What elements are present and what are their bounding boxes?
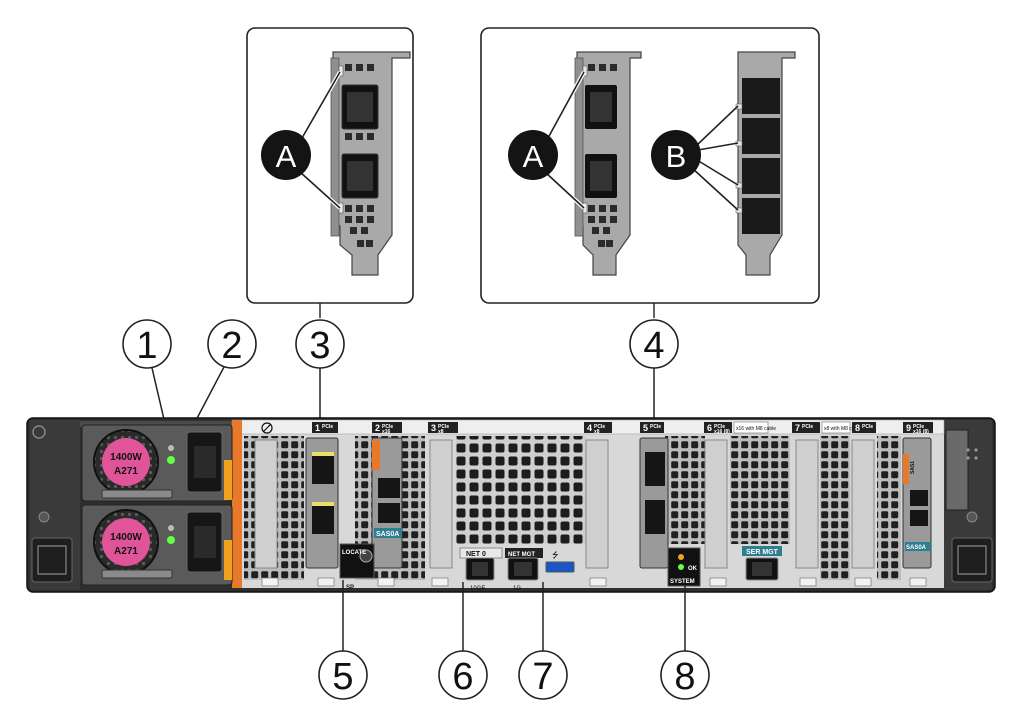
onboard-io: LOCATE SP NET 0 10GE NET MGT 1G ⭍ OK SYS…: [339, 543, 782, 592]
svg-text:PCIe: PCIe: [862, 424, 873, 430]
power-supply-1[interactable]: 1400W A271: [81, 424, 233, 502]
slot-7-label: 7: [795, 423, 800, 433]
svg-text:PCIe: PCIe: [913, 424, 924, 430]
callout-8: 8: [660, 586, 710, 700]
svg-text:PCIe: PCIe: [382, 424, 393, 430]
svg-text:10GE: 10GE: [470, 586, 485, 592]
svg-text:6: 6: [452, 656, 473, 698]
psu-fan-label: [102, 518, 150, 566]
screw-icon: [966, 511, 978, 523]
slot-6-label: 6: [707, 423, 712, 433]
system-label: SYSTEM: [670, 579, 695, 585]
svg-text:4: 4: [643, 325, 664, 367]
callout-4: 4: [629, 319, 679, 425]
slot-1-label: 1: [315, 423, 320, 433]
service-led: [678, 554, 684, 560]
callout-6: 6: [438, 582, 488, 700]
badge-b: [651, 130, 701, 180]
svg-text:LOCATE: LOCATE: [342, 550, 366, 556]
svg-text:x16 (8): x16 (8): [714, 429, 730, 435]
svg-text:PCIe: PCIe: [594, 424, 605, 430]
sermgt-label: SER MGT: [746, 549, 779, 556]
callout-1: 1: [122, 319, 172, 446]
svg-text:SAS0A: SAS0A: [906, 545, 927, 551]
svg-text:A271: A271: [114, 466, 138, 477]
svg-text:1400W: 1400W: [110, 532, 142, 543]
psu-ok-led: [167, 536, 175, 544]
sas0a-label: SAS0A: [376, 531, 399, 538]
usb-port[interactable]: [545, 561, 575, 573]
callout-5: 5: [318, 580, 368, 700]
slot-2-label: 2: [375, 423, 380, 433]
svg-text:8: 8: [674, 656, 695, 698]
svg-text:7: 7: [532, 656, 553, 698]
psu-latch[interactable]: [224, 540, 232, 580]
svg-text:x16 (8): x16 (8): [913, 429, 929, 435]
callout-3: 3: [295, 319, 345, 425]
badge-a-label: A: [276, 139, 297, 174]
svg-text:OK: OK: [688, 566, 698, 572]
svg-text:1G: 1G: [513, 586, 521, 592]
badge-a-right: [508, 130, 558, 180]
slot-5-label: 5: [643, 423, 648, 433]
svg-text:PCIe: PCIe: [650, 424, 661, 430]
svg-text:PCIe: PCIe: [802, 424, 813, 430]
screw-icon: [38, 511, 50, 523]
usb-icon: ⭍: [552, 551, 559, 560]
power-supply-2[interactable]: 1400W A271: [81, 504, 233, 586]
svg-text:3: 3: [309, 325, 330, 367]
svg-text:SAS1: SAS1: [910, 461, 916, 474]
badge-b-label: B: [666, 139, 687, 174]
inset-card-dual: A B: [480, 27, 820, 304]
svg-text:A271: A271: [114, 546, 138, 557]
callout-7: 7: [518, 582, 568, 700]
svg-text:1: 1: [136, 325, 157, 367]
net0-label: NET 0: [466, 551, 486, 558]
svg-text:PCIe: PCIe: [714, 424, 725, 430]
no-entry-icon: [261, 422, 273, 434]
sp-label: SP: [346, 585, 354, 591]
rail-handle-right[interactable]: [951, 537, 993, 583]
slot-9-label: 9: [906, 423, 911, 433]
screw-icon: [32, 425, 46, 439]
svg-text:x8: x8: [594, 429, 600, 435]
psu-fan-label: [102, 438, 150, 486]
badge-a: [261, 130, 311, 180]
slot-4-label: 4: [587, 423, 592, 433]
netmgt-label: NET MGT: [508, 552, 535, 558]
slot-3-label: 3: [431, 423, 436, 433]
svg-text:x8 with M8 cable: x8 with M8 cable: [824, 426, 861, 432]
inset-card-single: A: [246, 27, 414, 304]
slot-8-label: 8: [855, 423, 860, 433]
svg-text:2: 2: [221, 325, 242, 367]
locate-icon: [359, 549, 373, 563]
svg-text:PCIe: PCIe: [438, 424, 449, 430]
psu-latch[interactable]: [224, 460, 232, 500]
svg-text:x16 with M8 cable: x16 with M8 cable: [736, 426, 776, 432]
ok-led: [678, 564, 684, 570]
rail-handle-left[interactable]: [31, 537, 73, 583]
svg-text:x8: x8: [438, 429, 444, 435]
svg-text:1400W: 1400W: [110, 452, 142, 463]
badge-a-right-label: A: [523, 139, 544, 174]
svg-text:PCIe: PCIe: [322, 424, 333, 430]
pcie-slot-area: 1 PCIe 2 PCIe x16 3 PCIe x8 4 PCIe x8 5 …: [244, 421, 933, 587]
psu-ok-led: [167, 456, 175, 464]
svg-text:x16: x16: [382, 429, 391, 435]
svg-text:5: 5: [332, 656, 353, 698]
